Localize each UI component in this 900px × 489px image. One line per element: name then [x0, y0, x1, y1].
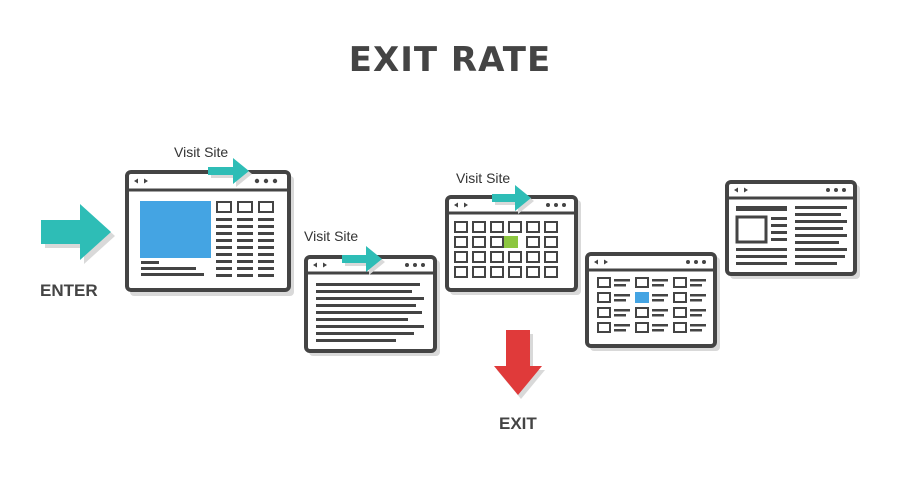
- hero-image-icon: [140, 201, 211, 258]
- selected-item-icon: [635, 292, 649, 303]
- article-page-window: [304, 255, 440, 356]
- content-page-window: [725, 180, 860, 279]
- page-title: EXIT RATE: [348, 40, 552, 80]
- visit-arrow-2-icon: [342, 246, 385, 275]
- visit-site-label-3: Visit Site: [456, 170, 511, 186]
- list-grid-page-window: [585, 252, 720, 351]
- exit-arrow-icon: [494, 330, 545, 399]
- enter-arrow-icon: [41, 204, 115, 264]
- visit-arrow-3-icon: [492, 185, 534, 214]
- landing-page-window: [125, 170, 294, 296]
- selected-date-icon: [504, 236, 518, 248]
- content-image-icon: [735, 215, 768, 244]
- enter-label: ENTER: [40, 281, 98, 300]
- exit-label: EXIT: [499, 414, 537, 433]
- calendar-page-window: [445, 195, 581, 295]
- visit-site-label-2: Visit Site: [304, 228, 359, 244]
- visit-site-label-1: Visit Site: [174, 144, 229, 160]
- visit-arrow-1-icon: [208, 158, 252, 187]
